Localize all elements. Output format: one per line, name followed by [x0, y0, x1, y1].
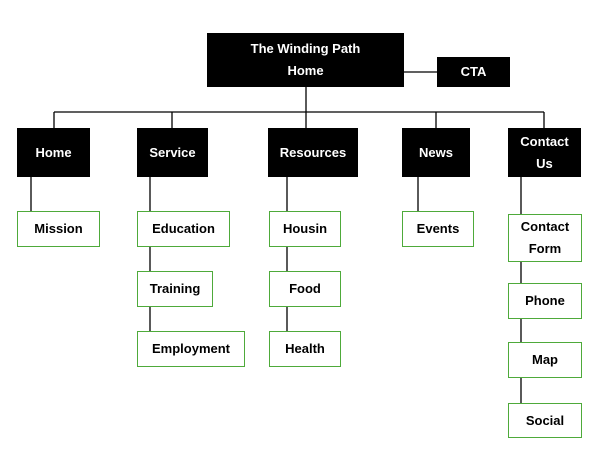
page-contact-form: Contact Form — [508, 214, 582, 262]
page-food: Food — [269, 271, 341, 307]
page-phone: Phone — [508, 283, 582, 319]
root-label: The Winding Path Home — [250, 41, 361, 78]
section-label: Service — [149, 144, 196, 160]
root-node: The Winding Path Home — [207, 33, 404, 87]
page-label: Contact Form — [520, 219, 570, 256]
page-housin: Housin — [269, 211, 341, 247]
page-label: Training — [149, 281, 201, 296]
page-events: Events — [402, 211, 474, 247]
page-social: Social — [508, 403, 582, 438]
section-service: Service — [137, 128, 208, 177]
page-mission: Mission — [17, 211, 100, 247]
page-label: Education — [152, 221, 215, 236]
page-training: Training — [137, 271, 213, 307]
section-label: Resources — [279, 144, 347, 160]
page-label: Housin — [282, 221, 328, 236]
page-label: Health — [285, 341, 325, 356]
cta-label: CTA — [460, 64, 487, 79]
section-label: News — [419, 144, 453, 160]
section-label: Home — [35, 144, 72, 160]
section-home: Home — [17, 128, 90, 177]
section-resources: Resources — [268, 128, 358, 177]
page-label: Food — [289, 281, 321, 296]
cta-node: CTA — [437, 57, 510, 87]
page-label: Social — [525, 412, 565, 428]
section-contact-us: Contact Us — [508, 128, 581, 177]
page-label: Mission — [34, 221, 83, 236]
section-news: News — [402, 128, 470, 177]
page-label: Phone — [525, 293, 565, 308]
page-employment: Employment — [137, 331, 245, 367]
page-label: Employment — [151, 341, 230, 356]
page-label: Events — [416, 221, 460, 236]
page-label: Map — [532, 352, 558, 367]
page-education: Education — [137, 211, 230, 247]
page-health: Health — [269, 331, 341, 367]
page-map: Map — [508, 342, 582, 378]
section-label: Contact Us — [520, 133, 569, 171]
